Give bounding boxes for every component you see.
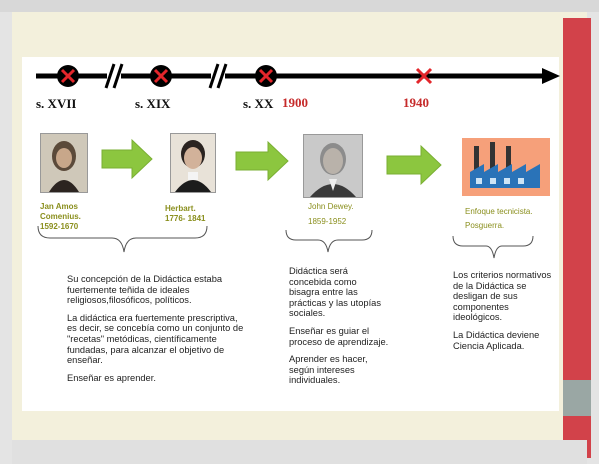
- dewey-portrait: [303, 134, 363, 198]
- factory-icon: [462, 138, 550, 196]
- block1-paragraph: Enseñar es aprender.: [67, 372, 156, 383]
- top-margin: [0, 0, 599, 12]
- timeline-arrowhead: [542, 68, 560, 84]
- herbart-name: Herbart.: [165, 204, 196, 213]
- brace-2: [285, 229, 373, 253]
- green-arrow-1: [100, 138, 154, 185]
- herbart-dates: 1776- 1841: [165, 214, 206, 223]
- content-panel: [22, 57, 559, 411]
- block3-paragraph: La Didáctica deviene Ciencia Aplicada.: [453, 329, 540, 351]
- century-label-xx: s. XX: [243, 96, 274, 111]
- dewey-name: John Dewey.: [308, 202, 354, 211]
- bottom-strip: [12, 440, 587, 464]
- comenius-portrait: [40, 133, 88, 193]
- herbart-portrait: [170, 133, 216, 193]
- dewey-caption: John Dewey. 1859-1952: [308, 201, 378, 227]
- herbart-caption: Herbart. 1776- 1841: [165, 204, 235, 224]
- green-arrow-2: [234, 140, 290, 187]
- dewey-dates: 1859-1952: [308, 217, 347, 226]
- right-gray-bar: [563, 380, 591, 416]
- century-label-xix: s. XIX: [135, 96, 171, 111]
- brace-1: [37, 225, 208, 253]
- marker-xix: [150, 65, 172, 87]
- brace-3: [452, 235, 534, 259]
- factory-caption: Enfoque tecnicista. Posguerra.: [465, 206, 555, 231]
- marker-xx: [255, 65, 277, 87]
- block2-paragraph: Aprender es hacer, según intereses indiv…: [289, 354, 368, 386]
- text-block-1: Su concepción de la Didáctica estaba fue…: [67, 274, 247, 390]
- factory-label: Enfoque tecnicista.: [465, 207, 533, 216]
- block2-paragraph: Enseñar es guiar el proceso de aprendiza…: [289, 325, 389, 347]
- comenius-dates: 1592-1670: [40, 222, 79, 231]
- marker-1940: [415, 67, 433, 85]
- comenius-name: Jan Amos Comenius.: [40, 202, 81, 221]
- block2-paragraph: Didáctica será concebida como bisagra en…: [289, 266, 381, 319]
- block3-paragraph: Los criterios normativos de la Didáctica…: [453, 270, 552, 323]
- block1-paragraph: La didáctica era fuertemente prescriptiv…: [67, 312, 244, 366]
- green-arrow-3: [385, 144, 443, 191]
- text-block-3: Los criterios normativos de la Didáctica…: [453, 270, 553, 358]
- factory-sublabel: Posguerra.: [465, 221, 505, 230]
- marker-xvii: [57, 65, 79, 87]
- block1-paragraph: Su concepción de la Didáctica estaba fue…: [67, 274, 223, 306]
- year-label-1940: 1940: [403, 95, 429, 110]
- break-mark-2: [208, 63, 228, 89]
- text-block-2: Didáctica será concebida como bisagra en…: [289, 266, 389, 393]
- century-label-xvii: s. XVII: [36, 96, 77, 111]
- break-mark-1: [104, 63, 124, 89]
- year-label-1900: 1900: [282, 95, 308, 110]
- comenius-caption: Jan Amos Comenius. 1592-1670: [40, 202, 110, 232]
